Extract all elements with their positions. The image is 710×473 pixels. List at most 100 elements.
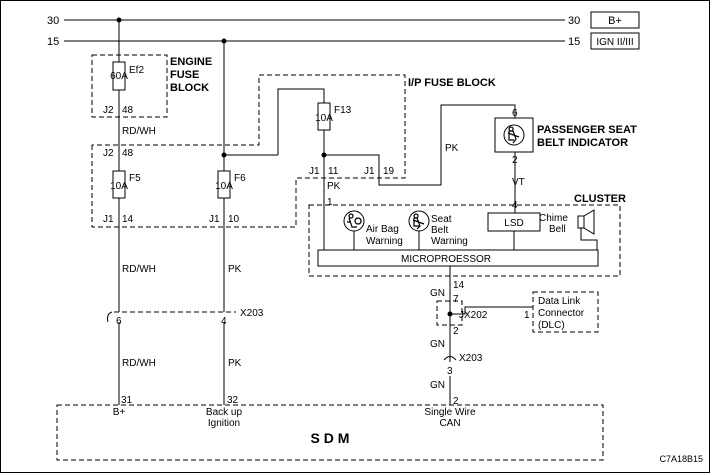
chime-bell-icon bbox=[583, 209, 595, 235]
fuse-f6-name: F6 bbox=[234, 173, 246, 184]
ign-tag-box bbox=[590, 32, 640, 50]
wire-label-rdwh-1: RD/WH bbox=[122, 126, 156, 137]
connector-x203-left-cap bbox=[107, 311, 113, 323]
pin-4-lsd: 4 bbox=[512, 200, 518, 211]
wire-label-pk-1: PK bbox=[327, 181, 341, 192]
x203-upper-label: X203 bbox=[240, 308, 264, 319]
jx202-outline bbox=[436, 300, 463, 326]
pin-1-cluster: 1 bbox=[327, 197, 333, 208]
pin-7-jx202: 7 bbox=[453, 294, 459, 305]
seatbelt-label-3: Warning bbox=[431, 236, 468, 247]
diagram-code: C7A18B15 bbox=[659, 454, 703, 464]
pin-48-top: 48 bbox=[122, 105, 134, 116]
term-j2-mid: J2 bbox=[103, 148, 114, 159]
pin-19: 19 bbox=[383, 166, 395, 177]
ip-fuse-block-outline bbox=[91, 74, 406, 228]
microprocessor-box bbox=[317, 249, 599, 267]
airbag-label-2: Warning bbox=[366, 236, 403, 247]
pin-2-jx202: 2 bbox=[453, 326, 459, 337]
bus-15-left-label: 15 bbox=[47, 36, 59, 48]
pin-31: 31 bbox=[121, 395, 133, 406]
bus-30-left-label: 30 bbox=[47, 15, 59, 27]
microprocessor-label: MICROPROESSOR bbox=[401, 254, 491, 265]
pin-10: 10 bbox=[228, 214, 240, 225]
airbag-label-1: Air Bag bbox=[366, 224, 399, 235]
seatbelt-person-glyph bbox=[507, 126, 520, 144]
airbag-person-glyph bbox=[347, 213, 362, 228]
term-j1-19: J1 bbox=[364, 166, 375, 177]
fuse-f13-name: F13 bbox=[334, 105, 352, 116]
pin-11: 11 bbox=[328, 166, 339, 177]
wire-dlc-branch bbox=[450, 306, 533, 315]
wire-label-pk-3: PK bbox=[228, 358, 242, 369]
wire-label-pk-2: PK bbox=[228, 264, 242, 275]
wire-f13-feed bbox=[277, 88, 325, 155]
connector-x203-can bbox=[443, 356, 457, 361]
chime-lead bbox=[580, 228, 598, 250]
fuse-f13-rating: 10A bbox=[315, 113, 333, 124]
conn-pin-4: 4 bbox=[221, 316, 227, 327]
sdm-input-backup-2: Ignition bbox=[208, 418, 240, 429]
seatbelt-warning-icon bbox=[408, 210, 430, 232]
wire-label-rdwh-2: RD/WH bbox=[122, 264, 156, 275]
conn-pin-6: 6 bbox=[116, 316, 122, 327]
fuse-f5-name: F5 bbox=[129, 173, 141, 184]
fuse-f6-rating: 10A bbox=[215, 181, 233, 192]
passenger-title-1: PASSENGER SEAT bbox=[537, 124, 637, 136]
jx202-label: JX202 bbox=[459, 310, 488, 321]
term-j1-10: J1 bbox=[209, 214, 220, 225]
pin-1-dlc: 1 bbox=[524, 310, 530, 321]
bplus-tag: B+ bbox=[608, 15, 622, 27]
chime-speaker-body bbox=[577, 215, 585, 229]
pin-2-sdm: 2 bbox=[453, 396, 459, 407]
term-j1-14: J1 bbox=[103, 214, 114, 225]
pin-14-cluster: 14 bbox=[453, 280, 465, 291]
engine-fuse-title-1: ENGINE bbox=[170, 56, 212, 68]
wire-label-gn-3: GN bbox=[430, 380, 445, 391]
fuse-f5-rating: 10A bbox=[110, 181, 128, 192]
cluster-title: CLUSTER bbox=[574, 193, 626, 205]
sdm-input-can-2: CAN bbox=[439, 418, 460, 429]
engine-fuse-title-3: BLOCK bbox=[170, 82, 209, 94]
ip-fuse-title: I/P FUSE BLOCK bbox=[408, 77, 496, 89]
sdm-input-can-1: Single Wire bbox=[424, 407, 476, 418]
dlc-label-3: (DLC) bbox=[538, 320, 565, 331]
sdm-title: S D M bbox=[311, 430, 350, 446]
lsd-label: LSD bbox=[504, 218, 523, 229]
bplus-tag-box bbox=[590, 11, 640, 29]
wire-pk-to-seatbelt-indicator bbox=[324, 104, 516, 186]
bus-15-right-label: 15 bbox=[568, 36, 580, 48]
fuse-ef2-name: Ef2 bbox=[129, 65, 144, 76]
chime-label-2: Bell bbox=[549, 224, 566, 235]
passenger-title-2: BELT INDICATOR bbox=[537, 137, 628, 149]
ign-tag: IGN II/III bbox=[596, 37, 633, 48]
pin-14: 14 bbox=[122, 214, 134, 225]
chime-label-1: Chime bbox=[539, 213, 568, 224]
seatbelt-warning-glyph bbox=[412, 213, 425, 230]
term-j1-11: J1 bbox=[309, 166, 320, 177]
wire-label-rdwh-3: RD/WH bbox=[122, 358, 156, 369]
engine-fuse-block-outline bbox=[91, 54, 168, 118]
wire-label-vt: VT bbox=[512, 177, 525, 188]
seatbelt-label-2: Belt bbox=[431, 225, 448, 236]
cluster-outline bbox=[308, 204, 621, 277]
sdm-input-bplus: B+ bbox=[113, 407, 126, 418]
sdm-outline bbox=[56, 404, 604, 461]
dlc-label-2: Connector bbox=[538, 308, 585, 319]
pin-6-indicator: 6 bbox=[512, 108, 518, 119]
wire-label-gn-1: GN bbox=[430, 288, 445, 299]
dlc-label-1: Data Link bbox=[538, 296, 581, 307]
dlc-outline bbox=[532, 291, 599, 333]
engine-fuse-title-2: FUSE bbox=[170, 69, 199, 81]
pin-3-x203: 3 bbox=[447, 366, 453, 377]
x203-can-label: X203 bbox=[459, 353, 483, 364]
pin-32: 32 bbox=[227, 395, 239, 406]
wire-label-pk-4: PK bbox=[445, 143, 459, 154]
fuse-ef2-rating: 60A bbox=[110, 71, 128, 82]
sdm-input-backup-1: Back up bbox=[206, 407, 243, 418]
bus-30-right-label: 30 bbox=[568, 15, 580, 27]
pin-48-mid: 48 bbox=[122, 148, 134, 159]
term-j2-top: J2 bbox=[103, 105, 114, 116]
